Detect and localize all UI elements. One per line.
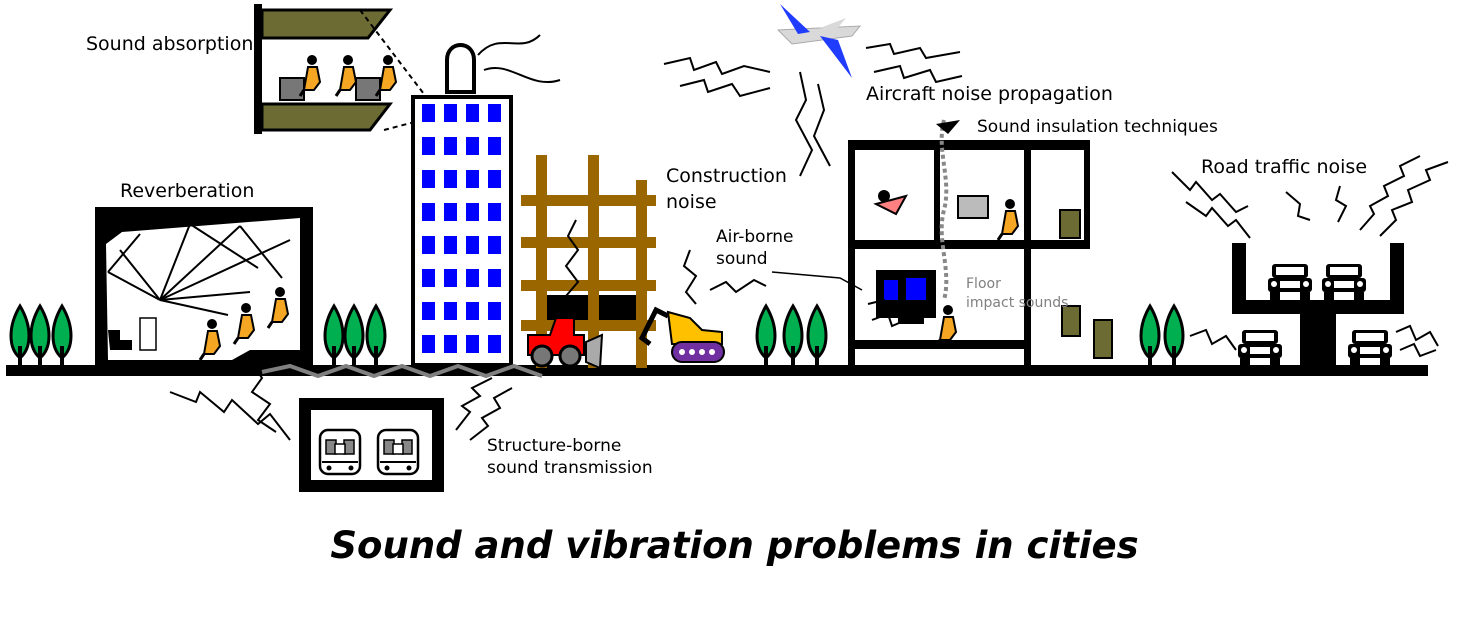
building-window <box>488 269 501 287</box>
building-window <box>444 203 457 221</box>
building-window <box>466 203 479 221</box>
building-window <box>444 302 457 320</box>
trees-right <box>1139 304 1185 368</box>
bulldozer <box>527 317 604 370</box>
building-window <box>488 137 501 155</box>
building-window <box>466 137 479 155</box>
building-window <box>466 170 479 188</box>
excavator <box>638 306 725 363</box>
building-window <box>422 104 435 122</box>
building-window <box>444 236 457 254</box>
house-cross-section <box>848 119 1113 365</box>
building-window <box>488 335 501 353</box>
label-structure-line2: sound transmission <box>487 458 653 478</box>
label-sound-absorption: Sound absorption <box>86 33 254 55</box>
building-window <box>422 203 435 221</box>
noise-squiggles <box>169 42 1449 441</box>
building-window <box>422 335 435 353</box>
building-window <box>422 302 435 320</box>
building-window <box>422 236 435 254</box>
building-window <box>444 269 457 287</box>
building-window <box>422 137 435 155</box>
ground <box>6 365 1428 376</box>
building-window <box>488 104 501 122</box>
label-airborne-line1: Air-borne <box>716 227 794 247</box>
label-construction-line2: noise <box>666 191 717 213</box>
diagram-title: Sound and vibration problems in cities <box>330 524 1139 567</box>
label-sound-insulation: Sound insulation techniques <box>977 117 1218 137</box>
trees-left <box>9 304 73 368</box>
building-window <box>466 269 479 287</box>
absorption-room <box>254 4 431 134</box>
label-road-traffic: Road traffic noise <box>1201 156 1368 178</box>
reverberation-hall <box>95 207 313 367</box>
building-window <box>488 170 501 188</box>
road-overpass <box>1232 243 1404 366</box>
trees-middle <box>323 304 387 368</box>
label-aircraft-noise: Aircraft noise propagation <box>866 83 1113 105</box>
label-airborne-line2: sound <box>716 249 768 269</box>
building-window <box>488 203 501 221</box>
construction-frame <box>521 155 656 368</box>
building-window <box>444 104 457 122</box>
building-window <box>488 302 501 320</box>
label-floor-line1: Floor <box>966 276 1001 292</box>
high-rise-building <box>411 34 561 367</box>
building-window <box>444 137 457 155</box>
building-window <box>422 170 435 188</box>
label-reverberation: Reverberation <box>120 180 255 202</box>
building-window <box>488 236 501 254</box>
building-window <box>466 335 479 353</box>
airplane <box>776 4 862 78</box>
label-floor-line2: impact sounds <box>966 295 1069 311</box>
building-window <box>466 302 479 320</box>
trees-center <box>755 304 828 368</box>
building-window <box>422 269 435 287</box>
building-window <box>444 170 457 188</box>
building-window <box>444 335 457 353</box>
label-construction-line1: Construction <box>666 165 787 187</box>
ground-vibration <box>261 363 543 379</box>
airborne-pointer <box>771 271 863 291</box>
subway-tunnel <box>299 398 444 492</box>
building-window <box>466 236 479 254</box>
label-structure-line1: Structure-borne <box>487 436 622 456</box>
building-window <box>466 104 479 122</box>
